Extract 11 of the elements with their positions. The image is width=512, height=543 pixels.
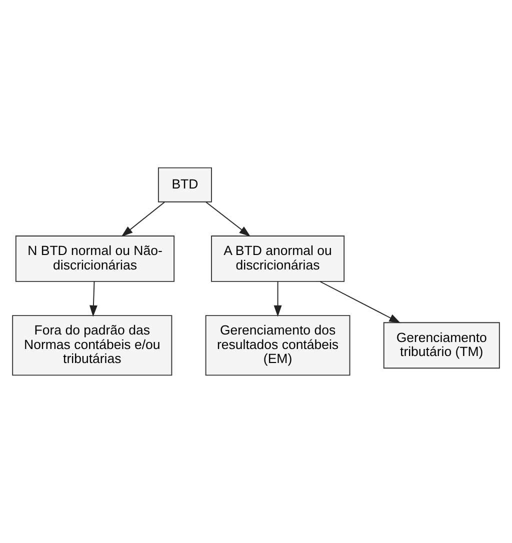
node-box: A BTD anormal ou discricionárias [211, 236, 345, 282]
arrow [121, 202, 166, 237]
node-box: Fora do padrão das Normas contábeis e/ou tributárias [12, 315, 172, 376]
node-box: N BTD normal ou Não-discricionárias [15, 236, 175, 282]
node-box: Gerenciamento dos resultados contábeis (EM) [205, 315, 350, 376]
arrow [274, 281, 282, 317]
arrow [89, 281, 98, 317]
arrow [320, 281, 401, 324]
arrow [206, 202, 251, 237]
node-box: Gerenciamento tributário (TM) [383, 322, 500, 369]
node-box: BTD [158, 167, 212, 202]
